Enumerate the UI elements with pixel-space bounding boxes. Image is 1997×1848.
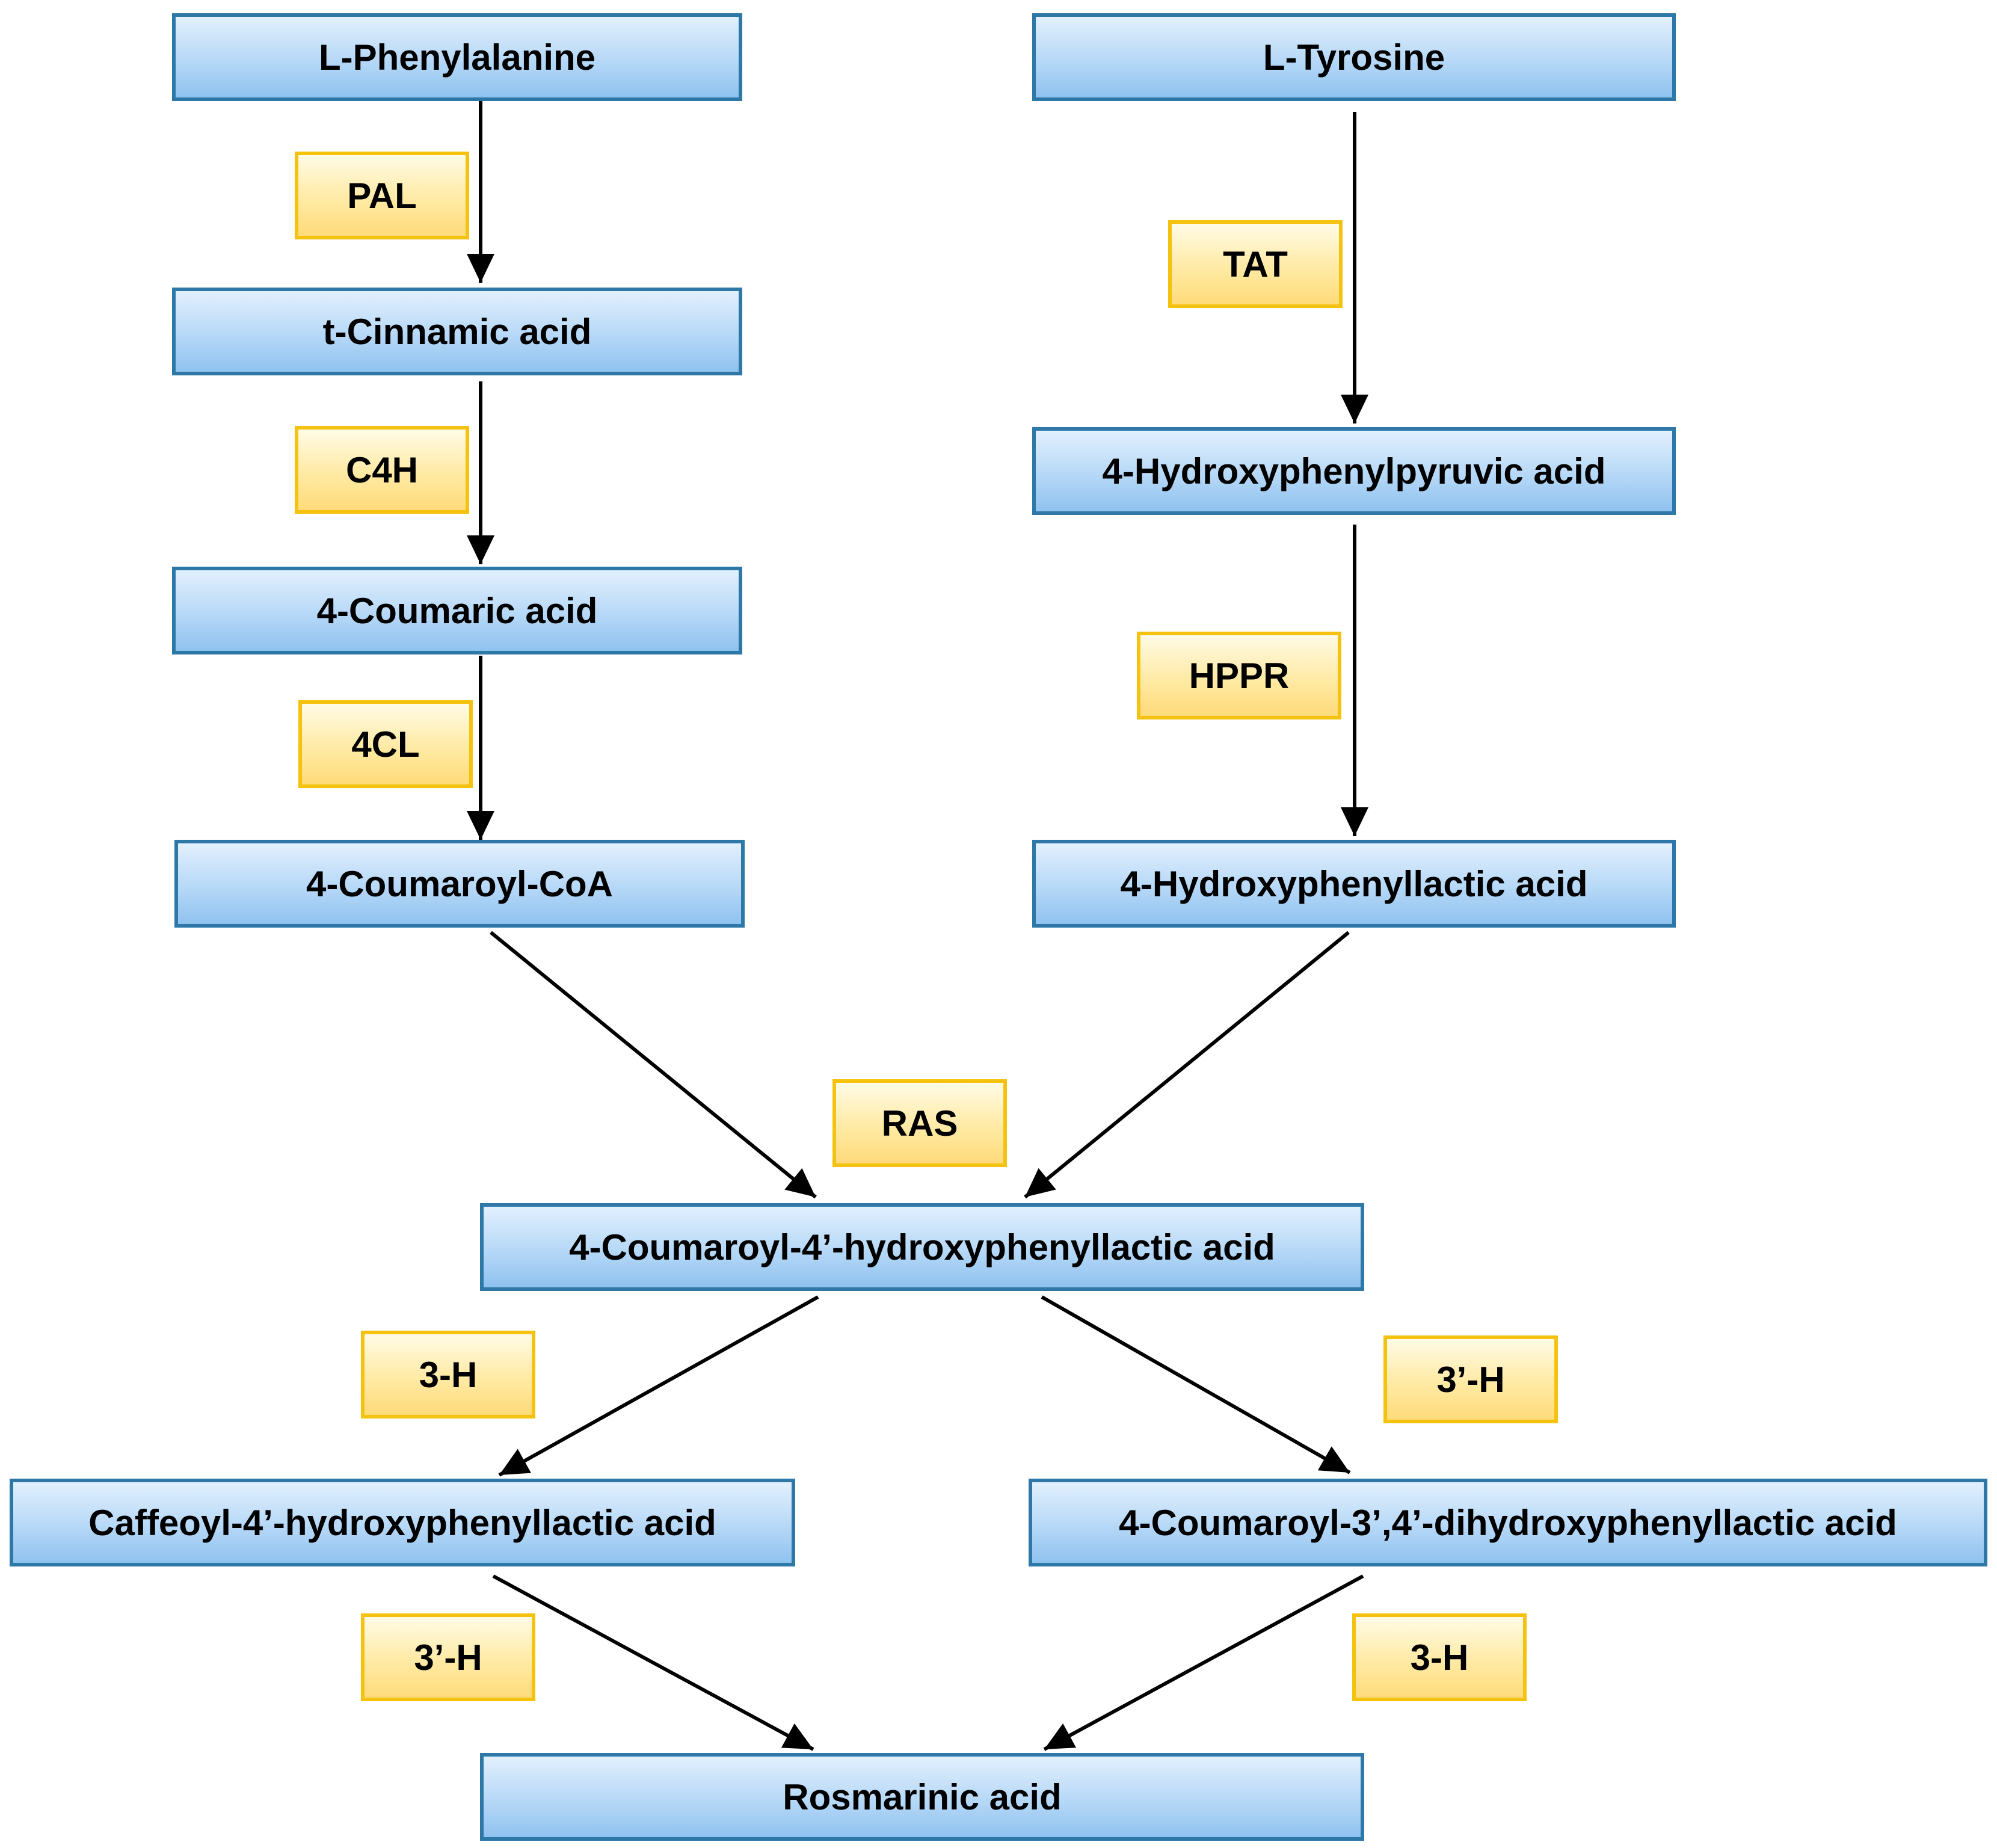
enzyme-hppr: HPPR	[1137, 632, 1341, 719]
compound-hydroxyphenylpyruvic-acid: 4-Hydroxyphenylpyruvic acid	[1032, 427, 1676, 515]
arrow-caffeoyl-to-rosmarinic	[492, 1574, 814, 1751]
compound-caffeoyl-hydroxyphenyllactic-acid: Caffeoyl-4’-hydroxyphenyllactic acid	[10, 1479, 795, 1566]
compound-4-coumaric-acid: 4-Coumaric acid	[172, 567, 742, 654]
compound-l-tyrosine: L-Tyrosine	[1032, 13, 1676, 101]
compound-hydroxyphenyllactic-acid: 4-Hydroxyphenyllactic acid	[1032, 840, 1676, 928]
enzyme-4cl: 4CL	[298, 700, 473, 788]
enzyme-pal: PAL	[295, 152, 469, 239]
enzyme-c4h: C4H	[295, 426, 469, 514]
enzyme-3prime-h-left: 3’-H	[361, 1613, 535, 1701]
enzyme-ras: RAS	[832, 1079, 1007, 1167]
compound-coumaroyl-hydroxyphenyllactic-acid: 4-Coumaroyl-4’-hydroxyphenyllactic acid	[480, 1203, 1364, 1291]
arrow-coumaroyl-coa-to-ester	[490, 931, 817, 1199]
compound-t-cinnamic-acid: t-Cinnamic acid	[172, 288, 742, 375]
arrow-dihydroxy-to-rosmarinic	[1043, 1574, 1364, 1751]
compound-l-phenylalanine: L-Phenylalanine	[172, 13, 742, 101]
compound-4-coumaroyl-coa: 4-Coumaroyl-CoA	[174, 840, 745, 928]
compound-coumaroyl-dihydroxyphenyllactic-acid: 4-Coumaroyl-3’,4’-dihydroxyphenyllactic …	[1029, 1479, 1987, 1566]
enzyme-3-h-left: 3-H	[361, 1331, 535, 1418]
arrow-hydroxyphenyllactic-to-ester	[1024, 931, 1350, 1199]
enzyme-tat: TAT	[1168, 220, 1343, 308]
enzyme-3-h-right: 3-H	[1352, 1613, 1527, 1701]
enzyme-3prime-h-right: 3’-H	[1383, 1335, 1558, 1423]
compound-rosmarinic-acid: Rosmarinic acid	[480, 1753, 1364, 1841]
arrow-ester-to-dihydroxy	[1041, 1295, 1351, 1474]
arrow-ester-to-caffeoyl	[498, 1295, 819, 1477]
